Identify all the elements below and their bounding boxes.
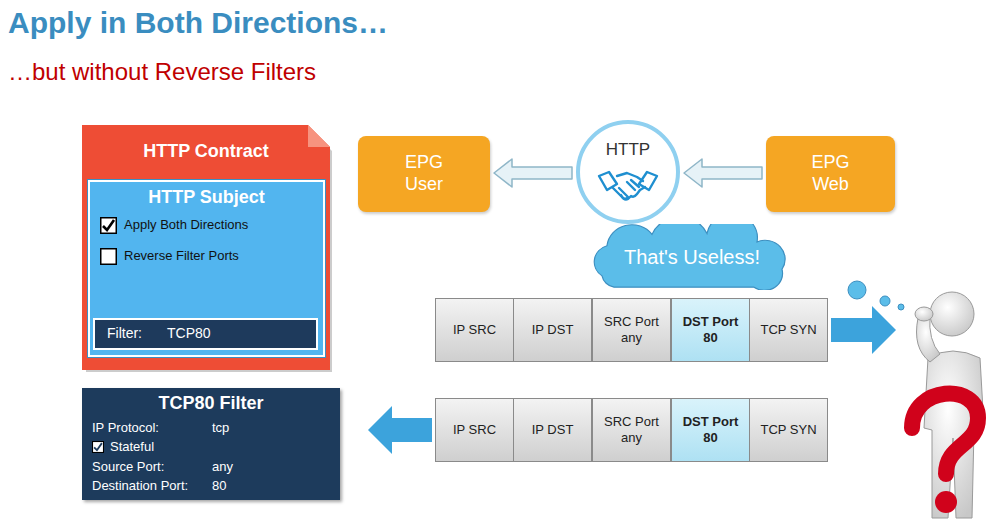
subtitle-label: …but without Reverse Filters: [8, 58, 316, 86]
packet-field: IP DST: [513, 398, 592, 462]
thought-bubble: [848, 281, 866, 299]
checkbox: [100, 248, 117, 265]
node-text: SRC Port any: [600, 414, 664, 445]
filter-box: TCP80 Filter IP Protocol: tcpStatefulSourc…: [82, 388, 340, 500]
packet-field: IP SRC: [435, 298, 514, 362]
node-text: Destination Port:: [92, 478, 188, 494]
node-text: Reverse Filter Ports: [124, 248, 239, 264]
checkbox: [100, 217, 117, 234]
checkbox: [92, 441, 104, 453]
flow-arrow: [494, 159, 572, 187]
right-arrow: [831, 306, 896, 354]
node-text: DST Port 80: [679, 414, 743, 445]
filter-bar: Filter: TCP80: [93, 318, 318, 350]
node-text: IP DST: [532, 322, 574, 338]
node-text: Apply Both Directions: [124, 217, 248, 233]
hand-line: [599, 172, 617, 190]
node-text: IP SRC: [453, 422, 496, 438]
subject-box: HTTP SubjectApply Both DirectionsReverse…: [88, 180, 325, 357]
hand-line: [631, 180, 639, 187]
node-text: Stateful: [110, 439, 154, 455]
node-text: EPG Web: [800, 152, 862, 195]
node-text: TCP80: [167, 325, 211, 342]
handshake-icon: [597, 168, 659, 204]
node-text: HTTP Contract: [82, 141, 330, 163]
node-text: That's Useless!: [624, 245, 760, 269]
thought-bubble: [898, 304, 904, 310]
node-text: Source Port:: [92, 459, 164, 475]
packet-field: IP SRC: [435, 398, 514, 462]
node-text: TCP SYN: [760, 422, 816, 438]
node-text: HTTP Subject: [90, 187, 323, 209]
check-mark: [103, 220, 114, 230]
node-text: HTTP: [580, 140, 676, 160]
packet-field: TCP SYN: [749, 298, 828, 362]
contract-box: HTTP ContractHTTP SubjectApply Both Dire…: [82, 125, 330, 370]
node-text: TCP SYN: [760, 322, 816, 338]
contract-body: [82, 125, 330, 370]
packet-field: DST Port 80: [671, 398, 750, 462]
packet-field: TCP SYN: [749, 398, 828, 462]
node-text: SRC Port any: [600, 314, 664, 345]
node-text: any: [212, 459, 233, 475]
contract-circle: HTTP: [576, 120, 680, 224]
checkbox-frame: [93, 442, 104, 453]
page-title: Apply in Both Directions…: [8, 6, 388, 40]
packet-field: IP DST: [513, 298, 592, 362]
packet-field: DST Port 80: [671, 298, 750, 362]
folded-corner: [308, 125, 330, 147]
node-text: tcp: [212, 420, 229, 436]
node-text: 80: [212, 478, 226, 494]
hand-line: [613, 188, 628, 199]
packet-field: SRC Port any: [592, 298, 671, 362]
node-text: IP Protocol:: [92, 420, 159, 436]
epg-box: EPG User: [358, 136, 490, 212]
checkbox-frame: [101, 249, 117, 265]
epg-box: EPG Web: [766, 136, 895, 212]
node-text: Filter:: [107, 325, 142, 342]
cloud-outline: [594, 224, 785, 290]
thought-bubble: [880, 296, 890, 306]
node-text: TCP80 Filter: [82, 393, 340, 415]
flow-arrow: [684, 159, 762, 187]
packet-field: SRC Port any: [592, 398, 671, 462]
check-mark: [94, 443, 102, 450]
person-figure: [912, 292, 984, 518]
checkbox-frame: [101, 218, 117, 234]
thought-cloud: That's Useless!: [572, 224, 812, 290]
left-arrow: [368, 406, 432, 454]
node-text: IP DST: [532, 422, 574, 438]
node-text: EPG User: [393, 152, 455, 195]
node-text: IP SRC: [453, 322, 496, 338]
node-text: DST Port 80: [679, 314, 743, 345]
